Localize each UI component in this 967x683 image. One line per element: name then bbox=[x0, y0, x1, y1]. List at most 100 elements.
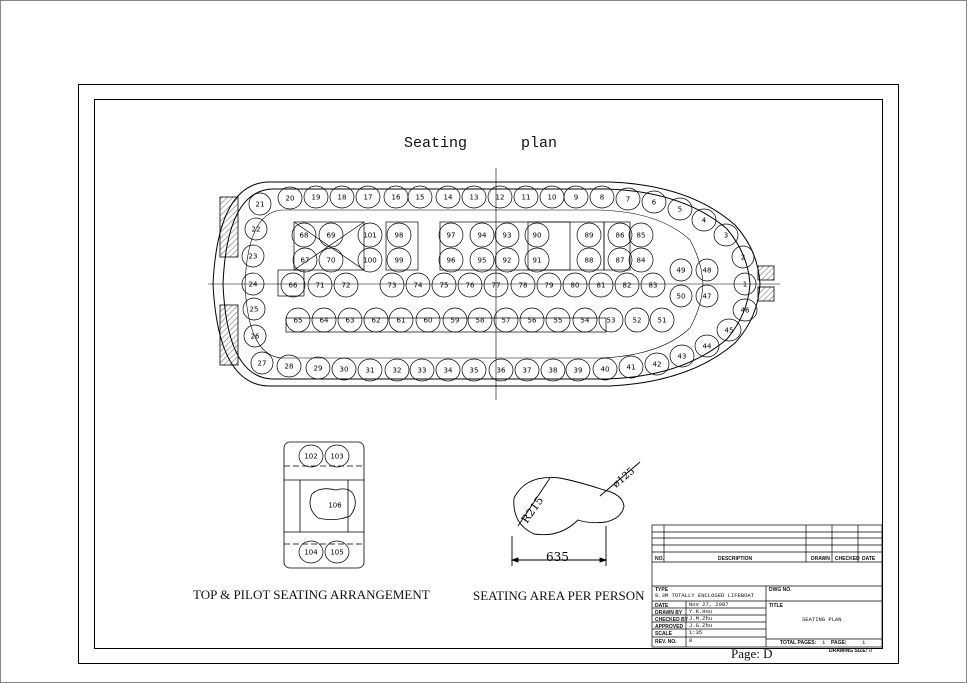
seat-number: 56 bbox=[528, 317, 537, 325]
seat-outline bbox=[388, 307, 414, 333]
seat-outline bbox=[713, 223, 739, 247]
seat-number: 46 bbox=[741, 307, 750, 315]
seat-number: 97 bbox=[447, 232, 456, 240]
seat-outline bbox=[243, 324, 267, 348]
seat-outline bbox=[598, 307, 624, 333]
seat-number: 79 bbox=[545, 282, 554, 290]
seat-number: 77 bbox=[492, 282, 501, 290]
seat-number: 71 bbox=[316, 282, 325, 290]
seat-outline bbox=[540, 358, 566, 382]
top-pilot-caption: TOP & PILOT SEATING ARRANGEMENT bbox=[193, 587, 430, 602]
seat-number: 4 bbox=[702, 217, 707, 225]
seat-outline bbox=[469, 222, 495, 248]
seat-number: 9 bbox=[574, 194, 578, 202]
seat-number: 104 bbox=[304, 549, 318, 557]
scale-label: SCALE bbox=[655, 631, 672, 637]
seat-outline bbox=[241, 244, 265, 268]
seat-number: 31 bbox=[366, 367, 375, 375]
drawn-by-label: DRAWN BY bbox=[655, 610, 683, 616]
seat-number: 59 bbox=[451, 317, 460, 325]
seat-number: 78 bbox=[519, 282, 528, 290]
seat-number: 69 bbox=[327, 232, 336, 240]
seat-number: 2 bbox=[741, 254, 745, 262]
seat-number: 45 bbox=[725, 327, 734, 335]
seat-number: 61 bbox=[397, 317, 406, 325]
seat-number: 105 bbox=[330, 549, 343, 557]
seat-outline bbox=[244, 217, 268, 241]
seat-number: 24 bbox=[249, 281, 258, 289]
type-value: 9.3M TOTALLY ENCLOSED LIFEBOAT bbox=[655, 592, 755, 599]
seat-outline bbox=[644, 352, 670, 376]
seat-outline bbox=[407, 185, 433, 209]
date-label: DATE bbox=[655, 603, 669, 609]
seat-number: 47 bbox=[703, 293, 712, 301]
drawing-title: Seating plan bbox=[404, 135, 558, 152]
seat-outline bbox=[628, 247, 654, 273]
seat-number: 30 bbox=[340, 366, 349, 374]
seat-number: 8 bbox=[600, 194, 604, 202]
seat-number: 18 bbox=[338, 194, 347, 202]
seat-outline bbox=[379, 272, 405, 298]
seat-outline bbox=[405, 272, 431, 298]
interior-structures bbox=[277, 221, 631, 333]
seat-number: 86 bbox=[616, 232, 625, 240]
seat-outline bbox=[576, 222, 602, 248]
seat-outline bbox=[733, 272, 757, 296]
seat-number: 95 bbox=[478, 257, 487, 265]
title-block-grid bbox=[651, 524, 883, 648]
seat-outline bbox=[331, 357, 357, 381]
seat-outline bbox=[563, 185, 589, 209]
seat-outline bbox=[562, 272, 588, 298]
seat-outline bbox=[248, 192, 272, 216]
scale-value: 1:35 bbox=[689, 629, 703, 636]
seat-outline bbox=[324, 540, 350, 564]
date-value: Nov 27, 2007 bbox=[689, 601, 729, 608]
seat-number: 94 bbox=[478, 232, 487, 240]
seat-outline bbox=[438, 247, 464, 273]
seat-number: 88 bbox=[585, 257, 594, 265]
seat-number: 17 bbox=[364, 194, 373, 202]
seat-outline bbox=[457, 272, 483, 298]
seat-outline bbox=[305, 356, 331, 380]
seat-outline bbox=[469, 247, 495, 273]
seat-number: 20 bbox=[286, 195, 295, 203]
seat-outline bbox=[488, 358, 514, 382]
seat-number: 41 bbox=[627, 364, 636, 372]
seat-number: 26 bbox=[251, 333, 260, 341]
seat-outline bbox=[641, 190, 667, 214]
seat-number: 55 bbox=[554, 317, 563, 325]
seat-outline bbox=[615, 187, 641, 211]
hatched-ends bbox=[219, 196, 775, 366]
rev-col-drawn: DRAWN bbox=[811, 556, 830, 562]
seat-number: 67 bbox=[301, 257, 310, 265]
seat-number: 32 bbox=[393, 367, 402, 375]
seat-number: 91 bbox=[533, 257, 542, 265]
seat-number: 68 bbox=[300, 232, 309, 240]
seat-number: 23 bbox=[249, 253, 258, 261]
seat-number: 43 bbox=[678, 353, 687, 361]
seat-outline bbox=[624, 307, 650, 333]
seat-number: 19 bbox=[312, 194, 321, 202]
rev-col-description: DESCRIPTION bbox=[718, 556, 753, 562]
pilot-seating-diagram bbox=[283, 441, 365, 569]
seat-outline bbox=[431, 272, 457, 298]
seat-number: 53 bbox=[607, 317, 616, 325]
seat-number: 38 bbox=[549, 367, 558, 375]
seat-outline bbox=[357, 222, 383, 248]
seat-outline bbox=[667, 197, 693, 221]
type-label: TYPE bbox=[655, 587, 669, 593]
seat-number: 40 bbox=[601, 366, 610, 374]
seat-number: 50 bbox=[677, 293, 686, 301]
approved-value: J.G.Zhu bbox=[689, 622, 713, 629]
seat-outline bbox=[514, 358, 540, 382]
seat-outline bbox=[435, 185, 461, 209]
seat-outline bbox=[277, 186, 303, 210]
seat-number: 33 bbox=[418, 367, 427, 375]
seat-outline bbox=[311, 307, 337, 333]
diameter-dimension: ø125 bbox=[611, 466, 637, 491]
drawn-by-value: Y.K.Hou bbox=[689, 608, 713, 615]
seat-number: 70 bbox=[327, 257, 336, 265]
seat-outline bbox=[640, 272, 666, 298]
seat-number: 39 bbox=[574, 367, 583, 375]
seat-number: 66 bbox=[289, 282, 298, 290]
